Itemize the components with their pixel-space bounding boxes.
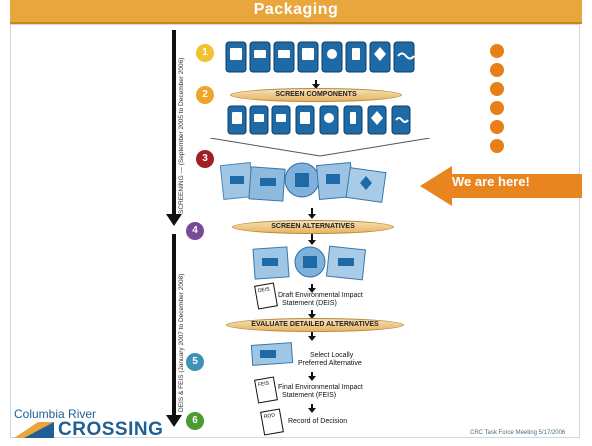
component-tiles-row-2 xyxy=(226,104,432,138)
feis-icon-label: FEIS xyxy=(257,380,270,389)
logo-mark-svg xyxy=(14,422,54,438)
component-tiles-svg xyxy=(225,41,415,73)
flow-arrowhead-4 xyxy=(308,288,316,293)
deis-icon-label: DEIS xyxy=(257,286,271,295)
flow-arrow-5 xyxy=(311,310,313,316)
rod-document-icon: ROD xyxy=(260,408,284,436)
preferred-alternative-icon xyxy=(250,342,294,366)
flow-arrow-2 xyxy=(311,208,313,216)
screening-phase-label: SCREENING — (September 2005 to December … xyxy=(178,58,190,221)
progress-dot-1 xyxy=(490,44,504,58)
screened-collage-svg xyxy=(252,245,367,281)
title-bar: Packaging xyxy=(10,0,582,24)
we-are-here-arrow xyxy=(420,166,582,206)
progress-dot-6 xyxy=(490,139,504,153)
lpa-svg xyxy=(250,342,294,366)
rod-text: Record of Decision xyxy=(288,418,348,425)
feis-text-line-1: Final Environmental Impact xyxy=(278,384,363,391)
deis-text-line-2: Statement (DEIS) xyxy=(282,300,337,307)
funnel-lines xyxy=(210,138,430,157)
flow-arrowhead-2 xyxy=(308,214,316,219)
flow-arrow-3 xyxy=(311,234,313,242)
component-tiles-row-1 xyxy=(224,34,420,78)
screen-components-process: SCREEN COMPONENTS xyxy=(230,88,402,102)
logo-columbia-river: Columbia River xyxy=(14,407,97,421)
step-5-number: 5 xyxy=(186,353,204,371)
flow-arrowhead-6 xyxy=(308,336,316,341)
step-4-number: 4 xyxy=(186,222,204,240)
step-2-number: 2 xyxy=(196,86,214,104)
lpa-text-line-1: Select Locally xyxy=(310,352,354,359)
step-6-number: 6 xyxy=(186,412,204,430)
deis-text-line-1: Draft Environmental Impact xyxy=(278,292,363,299)
logo-mark xyxy=(14,422,54,438)
we-are-here-label: We are here! xyxy=(452,174,530,189)
footer-meeting-date: CRC Task Force Meeting 5/17/2006 xyxy=(470,430,566,436)
step-3-number: 3 xyxy=(196,150,214,168)
flow-arrowhead-7 xyxy=(308,376,316,381)
feis-text-line-2: Statement (FEIS) xyxy=(282,392,337,399)
flow-arrow-7 xyxy=(311,372,313,378)
progress-dot-5 xyxy=(490,120,504,134)
deis-feis-timeline-line xyxy=(172,234,176,418)
flow-arrow-1 xyxy=(315,80,317,86)
flow-arrow-8 xyxy=(311,404,313,410)
evaluate-detailed-process: EVALUATE DETAILED ALTERNATIVES xyxy=(226,318,404,332)
deis-feis-phase-text: DEIS & FEIS (January 2007 to December 20… xyxy=(178,273,185,412)
flow-arrowhead-8 xyxy=(308,408,316,413)
page-title: Packaging xyxy=(253,1,339,18)
component-tiles-row-2-svg xyxy=(227,105,411,135)
lpa-text-line-2: Preferred Alternative xyxy=(298,360,362,367)
rod-icon-label: ROD xyxy=(263,412,276,421)
flow-arrowhead-5 xyxy=(308,314,316,319)
progress-dot-2 xyxy=(490,63,504,77)
evaluate-detailed-label: EVALUATE DETAILED ALTERNATIVES xyxy=(251,321,379,328)
screening-phase-text: SCREENING — (September 2005 to December … xyxy=(178,57,185,214)
deis-document-icon: DEIS xyxy=(254,282,278,310)
screened-alternatives-collage xyxy=(250,244,370,282)
deis-text: Draft Environmental Impact Statement (DE… xyxy=(278,292,363,308)
feis-text: Final Environmental Impact Statement (FE… xyxy=(278,384,363,400)
screening-timeline-arrowhead xyxy=(166,214,182,226)
flow-arrow-4 xyxy=(311,284,313,290)
flow-arrowhead-3 xyxy=(308,240,316,245)
flow-arrow-6 xyxy=(311,332,313,338)
screening-timeline-line xyxy=(172,30,176,216)
content-frame xyxy=(10,24,580,438)
screen-alternatives-process: SCREEN ALTERNATIVES xyxy=(232,220,394,234)
deis-feis-timeline-arrowhead xyxy=(166,415,182,427)
flow-arrowhead-1 xyxy=(312,84,320,89)
feis-document-icon: FEIS xyxy=(254,376,278,404)
lpa-text: Select Locally Preferred Alternative xyxy=(298,352,362,368)
logo-crossing: CROSSING xyxy=(58,419,164,440)
step-1-number: 1 xyxy=(196,44,214,62)
alternative-packages-collage xyxy=(219,158,388,206)
collage-svg xyxy=(219,161,387,203)
progress-dot-4 xyxy=(490,101,504,115)
screen-alternatives-label: SCREEN ALTERNATIVES xyxy=(271,223,355,230)
progress-dot-3 xyxy=(490,82,504,96)
screen-components-label: SCREEN COMPONENTS xyxy=(275,91,357,98)
